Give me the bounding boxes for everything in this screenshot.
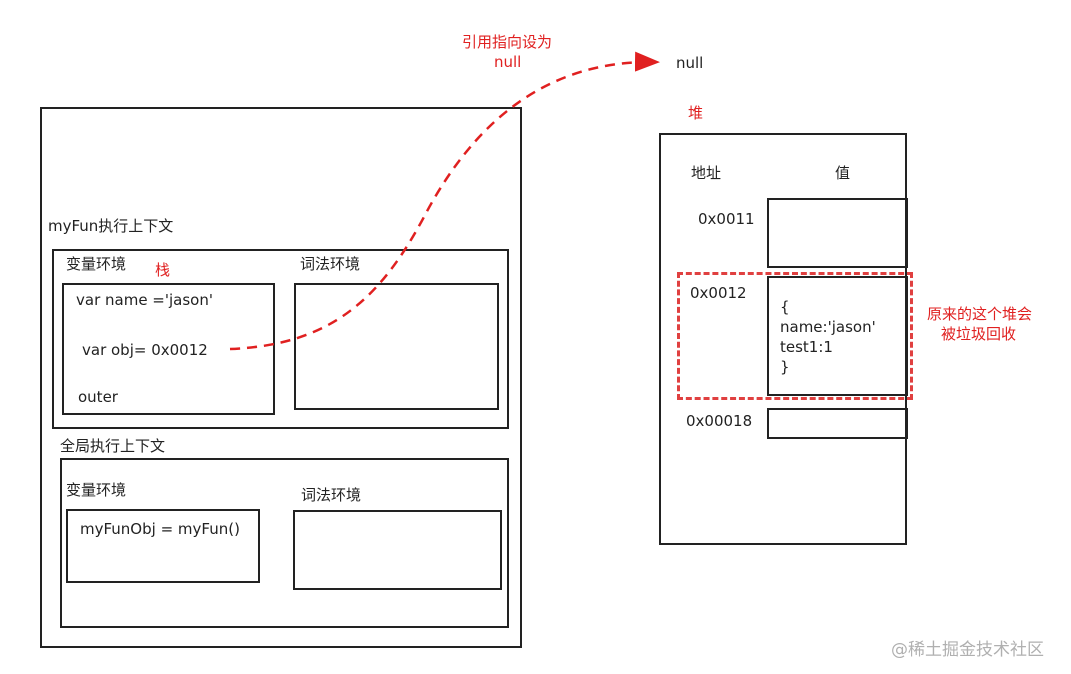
global-variable-env-box bbox=[66, 509, 260, 583]
heap-col-address: 地址 bbox=[691, 164, 722, 182]
heap-address-0x0011: 0x0011 bbox=[698, 210, 755, 228]
gc-highlight bbox=[677, 272, 913, 400]
variable-line-obj: var obj= 0x0012 bbox=[82, 341, 208, 359]
gc-note-line2: 被垃圾回收 bbox=[941, 325, 1017, 343]
variable-line-name: var name ='jason' bbox=[76, 291, 213, 309]
global-variable-env-label: 变量环境 bbox=[66, 481, 127, 499]
myfun-context-title: myFun执行上下文 bbox=[48, 217, 174, 235]
global-context-title: 全局执行上下文 bbox=[60, 437, 166, 455]
heap-label: 堆 bbox=[688, 104, 704, 122]
watermark: @稀土掘金技术社区 bbox=[891, 640, 1044, 660]
arrow-label-line1: 引用指向设为 bbox=[462, 33, 553, 51]
arrow-label-line2: null bbox=[494, 53, 522, 71]
heap-value-0x0012: { name:'jason' test1:1 } bbox=[780, 298, 876, 376]
myfun-lexical-env-label: 词法环境 bbox=[300, 255, 361, 273]
heap-value-box-0x00018 bbox=[767, 408, 908, 439]
heap-address-0x0012: 0x0012 bbox=[690, 284, 747, 302]
global-lexical-env-label: 词法环境 bbox=[301, 486, 362, 504]
gc-note-line1: 原来的这个堆会 bbox=[927, 305, 1033, 323]
global-context-box bbox=[60, 458, 509, 628]
null-target-label: null bbox=[676, 54, 704, 72]
heap-value-box-0x0012 bbox=[767, 276, 908, 396]
heap-col-value: 值 bbox=[835, 164, 851, 182]
global-variable-line: myFunObj = myFun() bbox=[80, 520, 240, 538]
variable-line-outer: outer bbox=[78, 388, 118, 406]
stack-label: 栈 bbox=[155, 261, 171, 279]
global-lexical-env-box bbox=[293, 510, 502, 590]
myfun-variable-env-label: 变量环境 bbox=[66, 255, 127, 273]
myfun-lexical-env-box bbox=[294, 283, 499, 410]
heap-address-0x00018: 0x00018 bbox=[686, 412, 753, 430]
heap-value-box-0x0011 bbox=[767, 198, 908, 268]
